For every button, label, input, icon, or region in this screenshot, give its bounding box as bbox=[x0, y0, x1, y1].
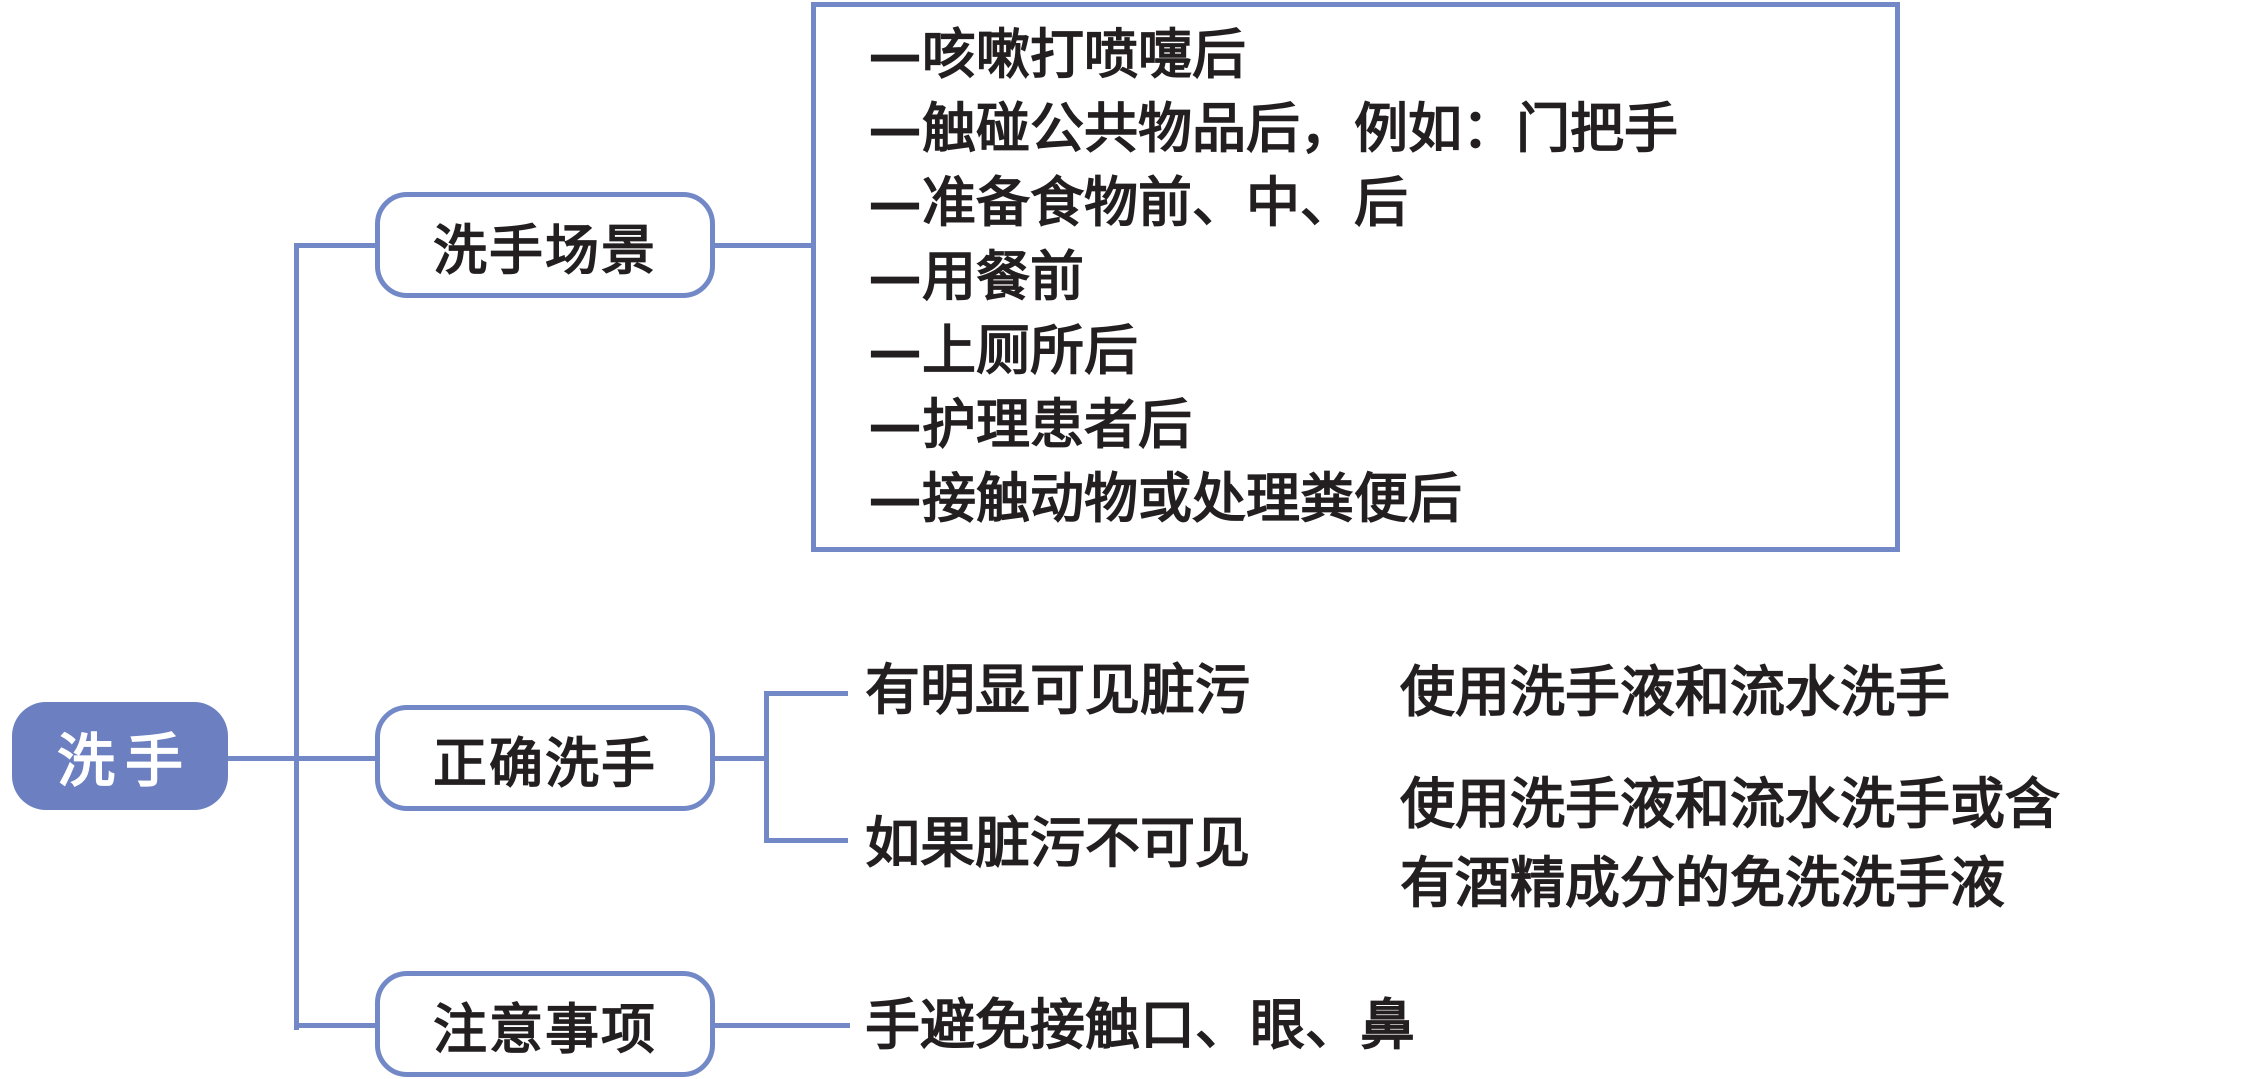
branch-node-correct-washing-label: 正确洗手 bbox=[433, 731, 657, 795]
scenario-item: —触碰公共物品后，例如：门把手 bbox=[868, 97, 1678, 160]
branch-node-scenarios: 洗手场景 bbox=[375, 192, 715, 298]
scenario-item: —护理患者后 bbox=[868, 393, 1192, 456]
branch2-connector bbox=[712, 756, 768, 761]
precaution-note: 手避免接触口、眼、鼻 bbox=[865, 993, 1416, 1057]
scenario-list: —咳嗽打喷嚏后 —触碰公共物品后，例如：门把手 —准备食物前、中、后 —用餐前 … bbox=[868, 18, 1678, 536]
branch2-row1-connector bbox=[764, 691, 848, 696]
branch-node-correct-washing: 正确洗手 bbox=[375, 705, 715, 811]
branch2-bracket-vertical bbox=[764, 691, 769, 843]
action-line: 使用洗手液和流水洗手 bbox=[1400, 660, 1951, 724]
scenario-item: —咳嗽打喷嚏后 bbox=[868, 23, 1246, 86]
trunk-line bbox=[294, 245, 299, 1030]
branch2-row2-connector bbox=[764, 838, 848, 843]
branch1-connector-left bbox=[294, 243, 379, 248]
scenario-item: —上厕所后 bbox=[868, 319, 1138, 382]
scenario-item: —准备食物前、中、后 bbox=[868, 171, 1408, 234]
action-line: 使用洗手液和流水洗手或含 bbox=[1400, 772, 2061, 836]
scenario-item: —接触动物或处理粪便后 bbox=[868, 467, 1462, 530]
branch3-connector-left bbox=[294, 1023, 379, 1028]
branch-node-precautions-label: 注意事项 bbox=[433, 997, 657, 1061]
condition-visible-dirt: 有明显可见脏污 bbox=[865, 658, 1251, 722]
root-node: 洗手 bbox=[12, 702, 228, 810]
condition-invisible-dirt: 如果脏污不可见 bbox=[865, 811, 1251, 875]
root-node-label: 洗手 bbox=[56, 727, 193, 795]
branch1-connector-right bbox=[712, 243, 816, 248]
scenario-item: —用餐前 bbox=[868, 245, 1084, 308]
action-visible-dirt: 使用洗手液和流水洗手 bbox=[1400, 662, 1950, 722]
action-invisible-dirt: 使用洗手液和流水洗手或含 有酒精成分的免洗洗手液 bbox=[1400, 765, 2060, 923]
branch3-connector-right bbox=[712, 1023, 850, 1028]
scenario-list-box: —咳嗽打喷嚏后 —触碰公共物品后，例如：门把手 —准备食物前、中、后 —用餐前 … bbox=[811, 2, 1900, 552]
branch-node-precautions: 注意事项 bbox=[375, 971, 715, 1077]
action-line: 有酒精成分的免洗洗手液 bbox=[1400, 851, 2006, 915]
root-connector bbox=[226, 756, 379, 761]
branch-node-scenarios-label: 洗手场景 bbox=[433, 218, 657, 282]
